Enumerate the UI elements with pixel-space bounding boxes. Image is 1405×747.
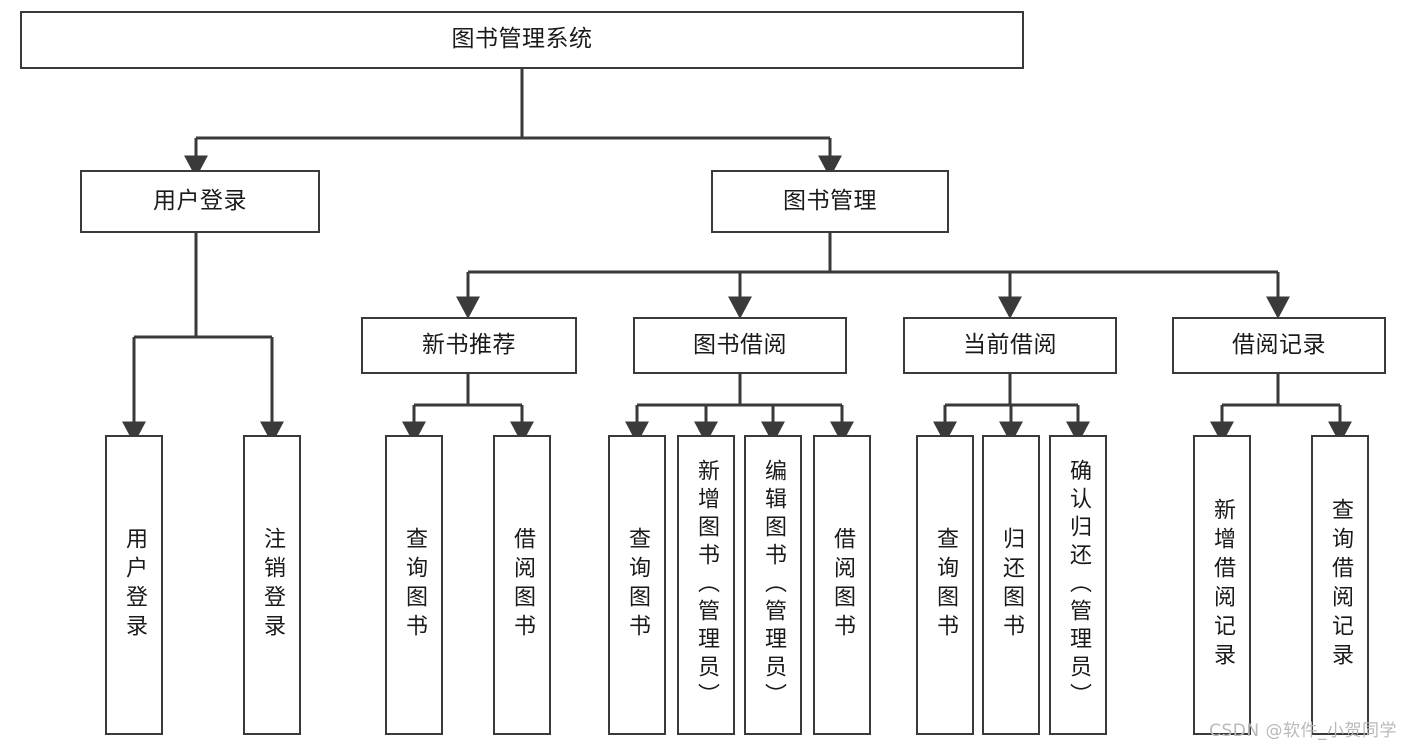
node-leaf-query-book-1-label: 查询图书 [402,527,427,643]
node-leaf-confirm-return[interactable]: 确认归还（管理员） [1049,435,1107,735]
node-leaf-borrow-book-2-label: 借阅图书 [830,527,855,643]
node-leaf-edit-book[interactable]: 编辑图书（管理员） [744,435,802,735]
node-borrow-record[interactable]: 借阅记录 [1172,317,1386,374]
node-current-borrow[interactable]: 当前借阅 [903,317,1117,374]
node-leaf-user-login-label: 用户登录 [122,527,147,643]
node-leaf-logout-label: 注销登录 [260,527,285,643]
node-book-borrow[interactable]: 图书借阅 [633,317,847,374]
node-book-management[interactable]: 图书管理 [711,170,949,233]
node-new-book-recommend-label: 新书推荐 [422,331,516,358]
node-leaf-confirm-return-label: 确认归还（管理员） [1066,459,1091,711]
node-leaf-query-record[interactable]: 查询借阅记录 [1311,435,1369,735]
node-leaf-add-book-label: 新增图书（管理员） [694,459,719,711]
node-leaf-query-book-2[interactable]: 查询图书 [608,435,666,735]
node-leaf-query-book-2-label: 查询图书 [625,527,650,643]
node-borrow-record-label: 借阅记录 [1232,331,1326,358]
csdn-watermark: CSDN @软件_小贺同学 [1209,721,1397,741]
node-leaf-return-book-label: 归还图书 [999,527,1024,643]
node-book-borrow-label: 图书借阅 [693,331,787,358]
node-leaf-return-book[interactable]: 归还图书 [982,435,1040,735]
node-leaf-add-book[interactable]: 新增图书（管理员） [677,435,735,735]
node-leaf-query-book-3-label: 查询图书 [933,527,958,643]
node-leaf-user-login[interactable]: 用户登录 [105,435,163,735]
node-leaf-add-record-label: 新增借阅记录 [1210,498,1235,672]
node-new-book-recommend[interactable]: 新书推荐 [361,317,577,374]
node-leaf-query-record-label: 查询借阅记录 [1328,498,1353,672]
node-current-borrow-label: 当前借阅 [963,331,1057,358]
node-leaf-query-book-3[interactable]: 查询图书 [916,435,974,735]
node-user-login-label: 用户登录 [153,187,247,214]
node-leaf-query-book-1[interactable]: 查询图书 [385,435,443,735]
node-book-management-label: 图书管理 [783,187,877,214]
node-root[interactable]: 图书管理系统 [20,11,1024,69]
node-leaf-add-record[interactable]: 新增借阅记录 [1193,435,1251,735]
node-leaf-borrow-book-1-label: 借阅图书 [510,527,535,643]
node-leaf-borrow-book-1[interactable]: 借阅图书 [493,435,551,735]
node-leaf-borrow-book-2[interactable]: 借阅图书 [813,435,871,735]
node-leaf-edit-book-label: 编辑图书（管理员） [761,459,786,711]
node-leaf-logout[interactable]: 注销登录 [243,435,301,735]
node-user-login[interactable]: 用户登录 [80,170,320,233]
node-root-label: 图书管理系统 [451,26,593,53]
